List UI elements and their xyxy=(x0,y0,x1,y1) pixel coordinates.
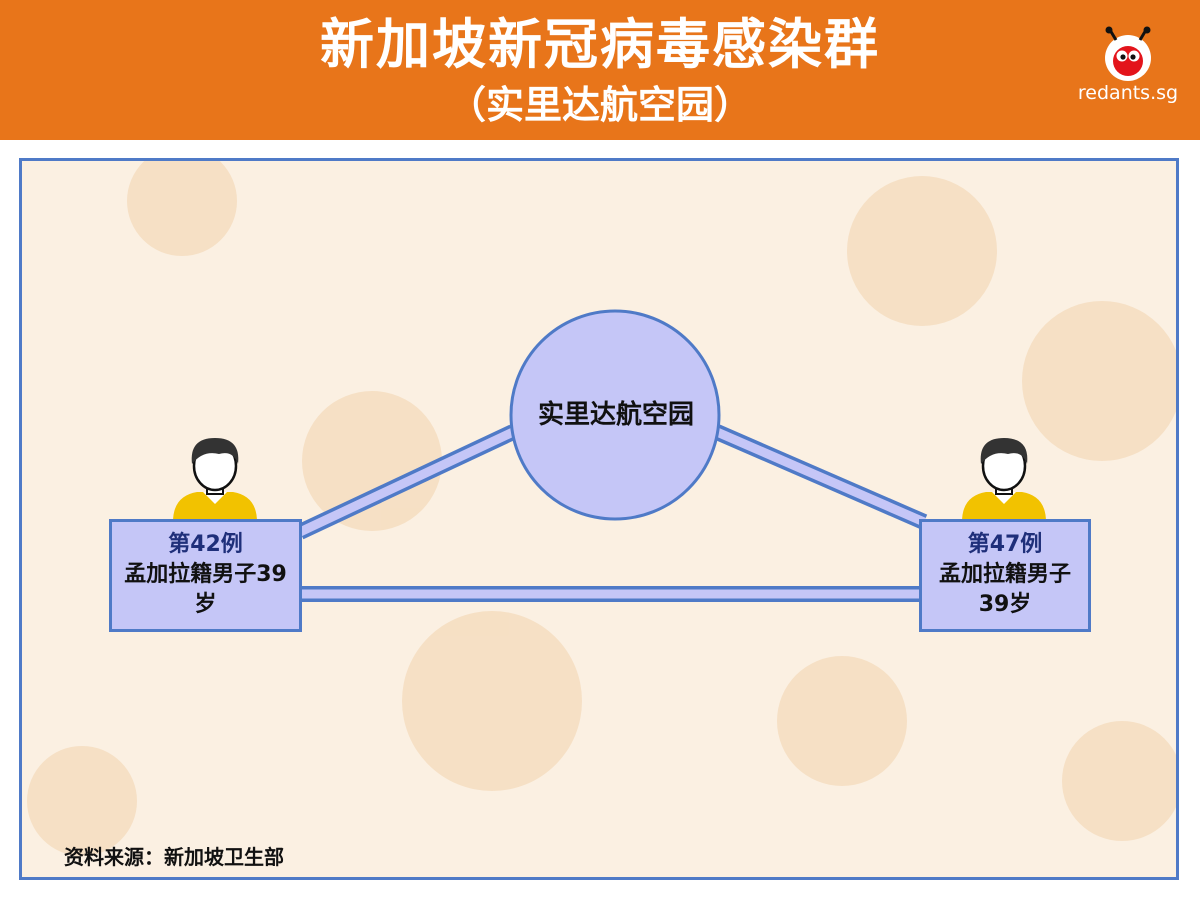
case-node-42[interactable]: 第42例 孟加拉籍男子39岁 xyxy=(109,519,302,632)
hub-node-circle xyxy=(509,309,721,521)
logo-text: redants.sg xyxy=(1077,82,1179,104)
person-avatar-icon xyxy=(173,438,257,522)
ant-logo-icon xyxy=(1105,26,1151,81)
case-node-47[interactable]: 第47例 孟加拉籍男子39岁 xyxy=(919,519,1091,632)
redants-logo[interactable]: redants.sg xyxy=(1072,26,1184,106)
case-description: 孟加拉籍男子39岁 xyxy=(124,562,287,617)
header-banner: 新加坡新冠病毒感染群 （实里达航空园） redants.sg xyxy=(0,0,1200,140)
case-description: 孟加拉籍男子39岁 xyxy=(938,562,1071,617)
link-hub-case47 xyxy=(713,424,928,530)
page-subtitle: （实里达航空园） xyxy=(447,83,752,127)
case-id: 第47例 xyxy=(967,532,1043,557)
page-title: 新加坡新冠病毒感染群 xyxy=(320,13,880,76)
hub-node-label: 实里达航空园 xyxy=(537,400,694,430)
link-case42-hub xyxy=(296,424,517,540)
case-id: 第42例 xyxy=(168,532,243,557)
source-note: 资料来源：新加坡卫生部 xyxy=(64,845,284,869)
person-avatar-icon xyxy=(962,438,1046,522)
background-virus-pattern xyxy=(27,161,1176,856)
